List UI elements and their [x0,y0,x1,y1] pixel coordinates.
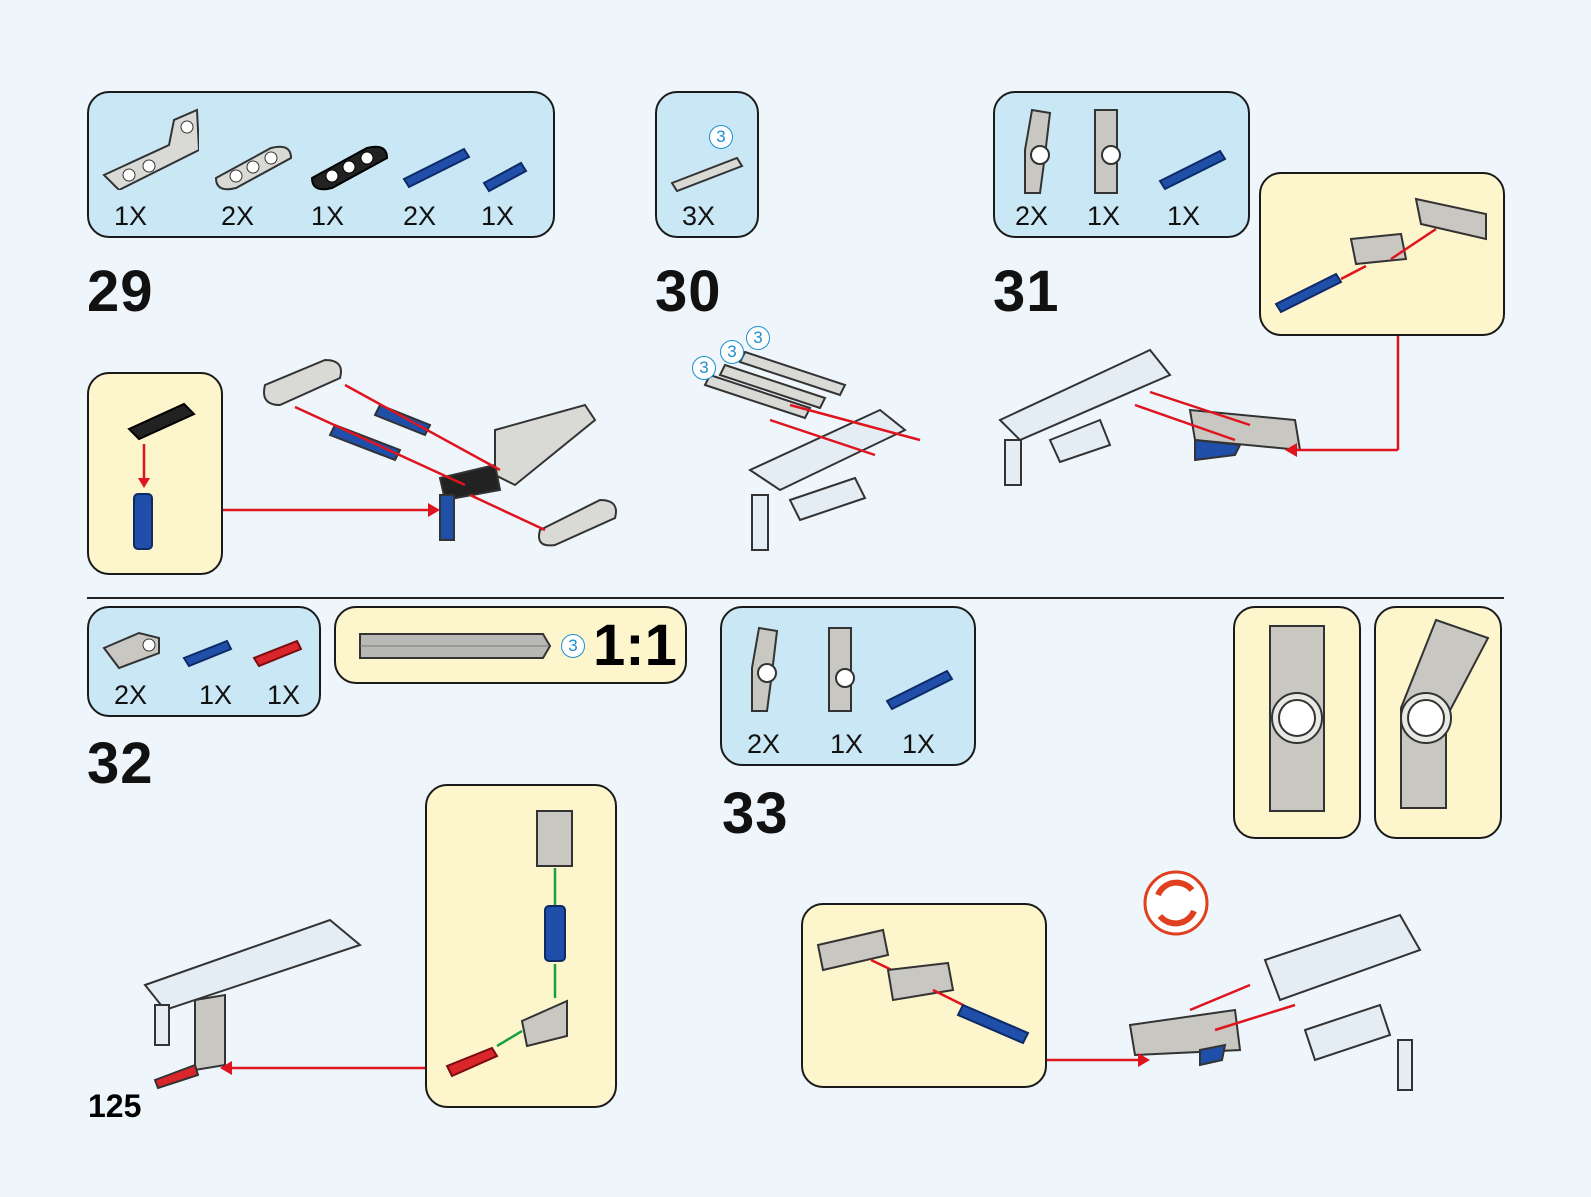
pin-into-black-beam-diagram [127,402,196,550]
long-pin-blue-icon [402,147,471,189]
section-divider [87,597,1504,599]
scale-callout: 3 1:1 [334,606,687,684]
length-badge: 3 [746,326,770,350]
long-pin-blue-icon [885,669,954,711]
step-32-assembly [143,918,363,1090]
l-beam-gray-icon [102,108,199,190]
part-qty: 1X [311,201,345,231]
part-qty: 1X [199,680,233,710]
part-qty: 3X [682,201,716,231]
beam3-gray-icon [214,145,293,191]
sub-assembly-callout-33 [801,903,1047,1088]
scale-label: 1:1 [593,613,677,678]
parts-list-step-29: 1X 2X 1X 2X 1X [87,91,555,238]
step-number-33: 33 [722,781,789,846]
parts-list-step-32: 2X 1X 1X [87,606,321,717]
sub-assembly-callout-32 [425,784,617,1108]
part-qty: 1X [267,680,301,710]
angled-connector-closeup [1400,618,1490,809]
part-qty: 2X [403,201,437,231]
long-pin-blue-icon [1158,149,1227,191]
step-31-assembly [998,348,1302,486]
parts-list-step-33: 2X 1X 1X [720,606,976,766]
axle3-gray-icon [670,156,744,193]
step-33-assembly [1128,913,1422,1091]
parts-list-step-31: 2X 1X 1X [993,91,1250,238]
step-number-31: 31 [993,259,1060,324]
part-qty: 1X [1087,201,1121,231]
sub-assembly-callout-29 [87,372,223,575]
part-qty: 2X [221,201,255,231]
pin-connectors-diagram [1274,197,1487,314]
angle-connector-gray-icon [1024,108,1052,194]
step-number-29: 29 [87,259,154,324]
assembly-arrows [223,336,1400,1070]
step-number-30: 30 [655,259,722,324]
axle-pin-red-icon [252,639,303,668]
axle-connector-gray-icon [102,631,160,670]
length-badge: 3 [692,356,716,380]
pin-axle-blue-icon [482,161,528,193]
connectors-with-pin-diagram [816,928,1030,1045]
part-qty: 1X [830,729,864,759]
length-badge: 3 [709,125,733,149]
rotate-icon [1143,870,1209,936]
straight-connector-closeup [1269,625,1325,812]
connector-detail-straight [1233,606,1361,839]
part-qty: 1X [481,201,515,231]
part-qty: 2X [114,680,148,710]
step-30-assembly [703,350,907,551]
part-qty: 1X [902,729,936,759]
axle3-scale-drawing [359,633,552,659]
page-number: 125 [88,1088,142,1124]
part-qty: 1X [114,201,148,231]
connector-chain-diagram [445,810,573,1078]
straight-connector-gray-icon [828,627,855,712]
angle-connector-gray-icon [751,626,779,712]
part-qty: 2X [1015,201,1049,231]
part-qty: 1X [1167,201,1201,231]
connector-detail-angled [1374,606,1502,839]
step-29-assembly [263,358,617,547]
arrowheads [220,443,1297,1075]
step-number-32: 32 [87,731,154,796]
length-badge: 3 [720,340,744,364]
pin-axle-blue-icon [182,639,233,668]
length-badge: 3 [561,634,585,658]
part-qty: 2X [747,729,781,759]
straight-connector-gray-icon [1094,109,1121,194]
parts-list-step-30: 3 3X [655,91,759,238]
sub-assembly-callout-31 [1259,172,1505,336]
beam3-black-icon [310,145,389,191]
